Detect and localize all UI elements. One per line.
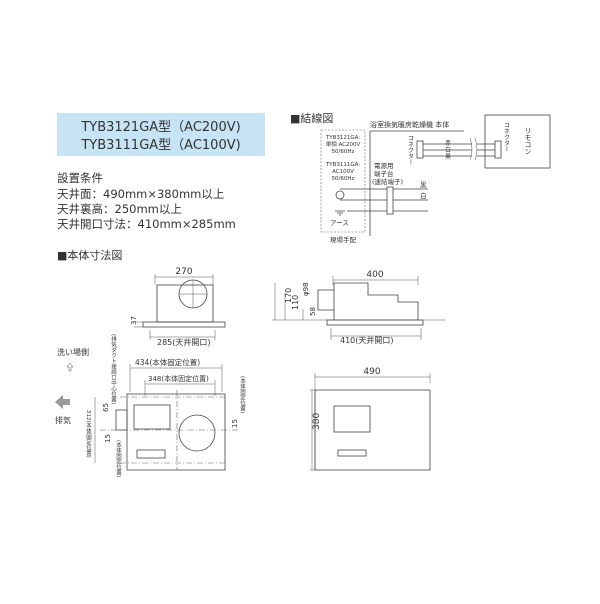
dimensions-title: ■本体寸法図 — [57, 248, 122, 262]
remote-connector-label: コネクター — [503, 122, 510, 152]
field-supply-box — [320, 129, 366, 233]
dim-348: 348(本体固定位置) — [148, 374, 209, 383]
field-label: 現場手配 — [330, 235, 357, 244]
supply1c: 50/60Hz — [332, 149, 355, 155]
condition-ceiling: 天井面：490mm×380mm以上 — [57, 187, 224, 201]
wire-white: 白 — [445, 146, 451, 154]
dim-65: 65 — [102, 403, 110, 412]
remote-label: リモコン — [524, 127, 532, 155]
plan-view: 洗い場側 排気 434(本体固定位置) 348(本体固定位置) 65 15 15… — [55, 334, 246, 477]
dim-312: 312(本体固定位置) — [85, 410, 92, 458]
exhaust-label: 排気 — [55, 415, 71, 425]
wiring-title: ■結線図 — [290, 111, 333, 125]
earth-icon — [335, 210, 345, 216]
dim-15-left: 15 — [104, 434, 112, 443]
dim-270: 270 — [175, 267, 192, 277]
wash-side-label: 洗い場側 — [57, 347, 89, 357]
dim-490: 490 — [363, 367, 380, 377]
dim-37: 37 — [130, 316, 138, 325]
supply2b: AC100V — [332, 169, 354, 175]
condition-opening: 天井開口寸法：410mm×285mm — [57, 217, 236, 231]
model-box — [57, 113, 265, 156]
earth-label: アース — [330, 219, 349, 227]
dim-110: 110 — [291, 295, 300, 310]
exhaust-arrow-icon — [55, 395, 70, 409]
dim-170: 170 — [284, 288, 293, 303]
condition-space: 天井裏高：250mm以上 — [57, 202, 182, 216]
duct-center-label: (排気ダクト接続口中心位置) — [110, 334, 117, 404]
supply2c: 50/60Hz — [332, 176, 355, 182]
dim-434: 434(本体固定位置) — [135, 357, 200, 367]
supply1: TYB3121GA: — [325, 135, 360, 141]
dim-15-right: 15 — [231, 419, 239, 428]
side-elevation: 400 170 110 φ98 58 410(天井開口) — [272, 270, 445, 345]
terminal-label-1: 電源用 — [374, 161, 394, 170]
body-label: 浴室換気暖房乾燥機 本体 — [370, 120, 449, 129]
conditions-title: 設置条件 — [57, 171, 103, 185]
wire-black: 黒 — [445, 154, 451, 161]
fix-position-label-2: (本体固定位置) — [239, 376, 246, 413]
supply2: TYB3111GA: — [325, 162, 360, 168]
wiring-diagram: ■結線図 浴室換気暖房乾燥機 本体 リモコン コネクター コネクター 赤 白 黒… — [290, 111, 551, 244]
dim-285: 285(天井開口) — [157, 337, 211, 347]
dim-380: 380 — [312, 413, 322, 430]
ac-source-icon — [335, 190, 345, 200]
supply1b: 単相 AC200V — [326, 140, 361, 148]
dim-phi98: φ98 — [302, 282, 310, 296]
dim-400: 400 — [366, 270, 383, 280]
terminal-label-3: (速結端子) — [372, 177, 403, 186]
dim-410: 410(天井開口) — [340, 335, 394, 345]
fix-position-label-1: (本体固定位置) — [115, 440, 122, 477]
model-line-1: TYB3121GA型（AC200V) — [80, 120, 240, 135]
ceiling-panel-view: 490 380 — [310, 367, 431, 471]
power-white: 白 — [420, 191, 427, 200]
power-black: 黒 — [420, 181, 427, 189]
body-connector-label: コネクター — [407, 135, 414, 165]
terminal-label-2: 端子台 — [374, 169, 394, 178]
up-arrow-icon — [66, 362, 74, 372]
front-elevation: 270 37 285(天井開口) — [130, 267, 226, 347]
dim-58: 58 — [309, 307, 317, 316]
wire-red: 赤 — [445, 140, 451, 147]
model-line-2: TYB3111GA型（AC100V) — [80, 138, 240, 153]
